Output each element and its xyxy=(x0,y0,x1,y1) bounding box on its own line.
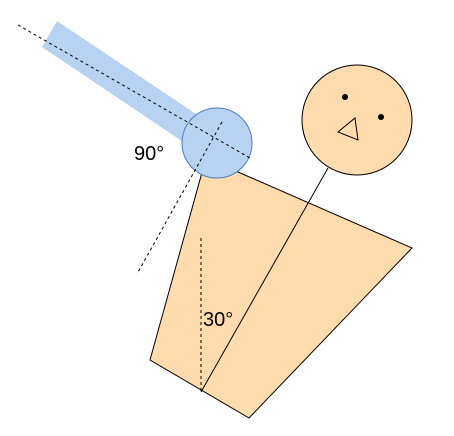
angle-label-30: 30° xyxy=(203,309,233,331)
arm-bar xyxy=(42,21,220,160)
body-axis-line xyxy=(200,167,329,393)
left-eye xyxy=(342,94,348,100)
head-circle xyxy=(301,64,413,176)
perpendicular-dashed xyxy=(136,121,223,275)
arm-axis-dashed xyxy=(17,24,251,159)
right-eye xyxy=(378,114,384,120)
angle-label-90: 90° xyxy=(134,143,164,165)
nose-triangle xyxy=(337,117,359,141)
torso-trapezoid xyxy=(149,157,413,419)
shoulder-circle xyxy=(181,107,253,179)
